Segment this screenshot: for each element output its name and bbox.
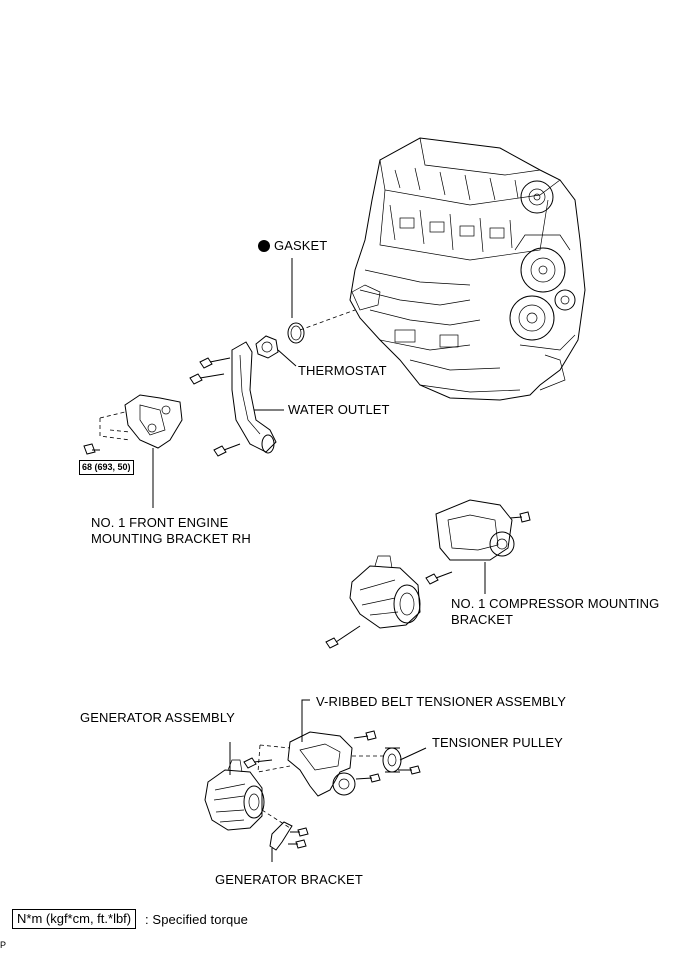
compressor-bracket-label-line1: NO. 1 COMPRESSOR MOUNTING [451,596,660,611]
bolt-set-water-outlet [189,357,241,457]
thermostat-label: THERMOSTAT [298,363,387,378]
torque-value-box: 68 (693, 50) [79,460,134,475]
water-outlet-label: WATER OUTLET [288,402,390,417]
ac-compressor-part [325,555,421,649]
tensioner-pulley-part [382,747,427,775]
corner-mark: P [0,940,7,950]
torque-unit-legend-box: N*m (kgf*cm, ft.*lbf) [12,909,137,929]
generator-bracket-label: GENERATOR BRACKET [215,872,363,887]
v-ribbed-tensioner-part [243,699,385,797]
torque-legend-description: : Specified torque [145,912,248,927]
gasket-part [287,258,305,344]
gasket-alignment-line [299,309,356,331]
water-outlet-part [231,341,284,454]
v-ribbed-tensioner-label: V-RIBBED BELT TENSIONER ASSEMBLY [316,694,567,709]
compressor-bracket-part [425,499,531,594]
gasket-label: GASKET [274,238,328,253]
thermostat-part [255,335,297,367]
non-reusable-part-icon [258,240,270,252]
generator-assembly-label: GENERATOR ASSEMBLY [80,710,235,725]
generator-part [204,742,291,831]
front-engine-bracket-label-line2: MOUNTING BRACKET RH [91,531,251,546]
compressor-bracket-label-line2: BRACKET [451,612,514,627]
tensioner-pulley-label: TENSIONER PULLEY [432,735,563,750]
front-engine-bracket-part [83,394,183,508]
front-engine-bracket-label-line1: NO. 1 FRONT ENGINE [91,515,229,530]
engine-block-illustration [349,137,586,401]
generator-bracket-part [269,821,309,862]
